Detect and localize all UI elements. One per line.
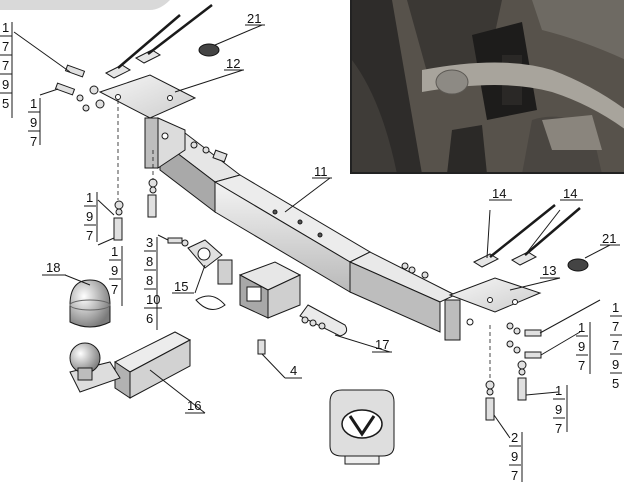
callout-c1-mid-2: 7 <box>30 134 37 149</box>
callout-c1-right-top-1: 7 <box>612 319 619 334</box>
leader-lines <box>13 24 611 439</box>
callout-c1-left-lower-0: 1 <box>86 190 93 205</box>
ball-cap <box>69 279 111 328</box>
receiver-tube <box>238 261 302 319</box>
callout-c1-right-low-1: 9 <box>555 402 562 417</box>
callout-c1-right-mid-0: 1 <box>578 320 585 335</box>
callout-c1-mid-0: 1 <box>30 96 37 111</box>
plug-right <box>567 258 589 272</box>
callout-c1-right-low-0: 1 <box>555 383 562 398</box>
callout-c2-2: 7 <box>511 468 518 483</box>
callout-15: 15 <box>174 279 188 294</box>
stack-borders <box>11 22 591 482</box>
callout-c1-top-1: 7 <box>2 39 9 54</box>
brand-emblem-icon <box>329 389 395 465</box>
callout-14-a: 14 <box>492 186 506 201</box>
callout-c2-1: 9 <box>511 449 518 464</box>
callout-12: 12 <box>226 56 240 71</box>
callout-c3-0: 3 <box>146 235 153 250</box>
callout-16: 16 <box>187 398 201 413</box>
callout-21-right: 21 <box>602 231 616 246</box>
label-underlines <box>42 24 620 414</box>
callout-c1-right-low-2: 7 <box>555 421 562 436</box>
installed-photo <box>350 0 624 174</box>
dashed-guides <box>117 100 491 380</box>
callout-c3-4: 6 <box>146 311 153 326</box>
callout-c3-3: 10 <box>146 292 160 307</box>
callout-21-left: 21 <box>247 11 261 26</box>
callout-c1-right-top-2: 7 <box>612 338 619 353</box>
callout-c1-left-lower-1: 9 <box>86 209 93 224</box>
callout-c1-right-top-3: 9 <box>612 357 619 372</box>
callout-c1-left-bottom-0: 1 <box>111 244 118 259</box>
corner-tab <box>0 0 170 10</box>
callout-13: 13 <box>542 263 556 278</box>
callout-c1-right-top-4: 5 <box>612 376 619 391</box>
callout-c1-top-2: 7 <box>2 58 9 73</box>
callout-c1-right-mid-2: 7 <box>578 358 585 373</box>
chain-plate <box>187 239 233 285</box>
callout-11: 11 <box>314 164 328 179</box>
fasteners <box>54 64 542 421</box>
right-bracket <box>444 277 542 341</box>
ball-mount <box>69 331 192 399</box>
callout-c1-left-lower-2: 7 <box>86 228 93 243</box>
callout-c1-top-0: 1 <box>2 20 9 35</box>
photo-art <box>352 0 624 172</box>
callout-c3-2: 8 <box>146 273 153 288</box>
callout-c1-left-bottom-2: 7 <box>111 282 118 297</box>
callout-17: 17 <box>375 337 389 352</box>
callout-c2-0: 2 <box>511 430 518 445</box>
fish-plates <box>104 4 581 268</box>
callout-14-b: 14 <box>563 186 577 201</box>
callout-c1-top-3: 9 <box>2 77 9 92</box>
hitch-pin <box>195 295 348 337</box>
callout-c3-1: 8 <box>146 254 153 269</box>
callout-c1-top-4: 5 <box>2 96 9 111</box>
plug-left <box>198 43 220 57</box>
callout-4: 4 <box>290 363 297 378</box>
callout-c1-left-bottom-1: 9 <box>111 263 118 278</box>
callout-c1-right-top-0: 1 <box>612 300 619 315</box>
callout-c1-right-mid-1: 9 <box>578 339 585 354</box>
callout-c1-mid-1: 9 <box>30 115 37 130</box>
callout-18: 18 <box>46 260 60 275</box>
left-bracket <box>98 74 197 169</box>
